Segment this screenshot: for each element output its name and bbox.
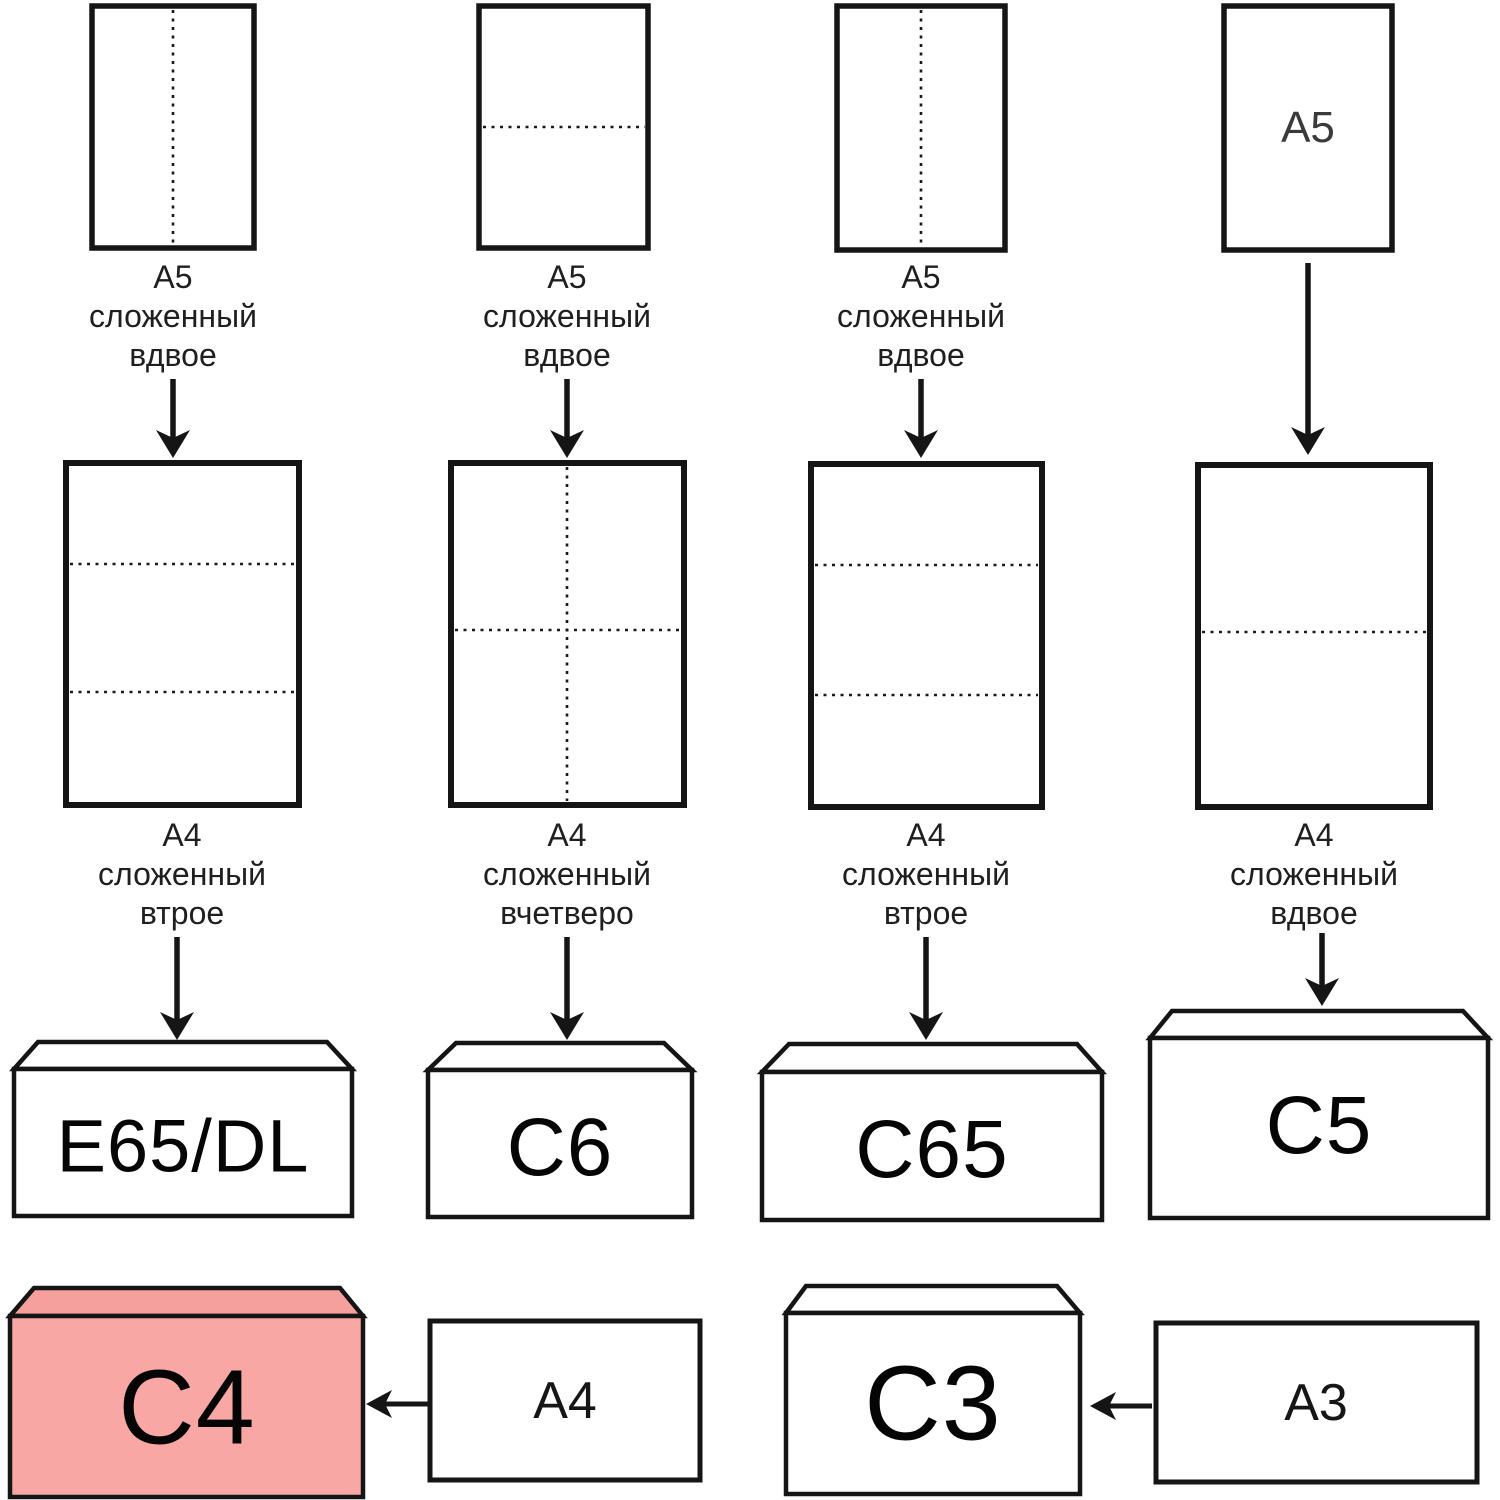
- a4-sheet-3: [808, 461, 1045, 810]
- label-line: сложенный: [98, 856, 266, 892]
- envelope-e65dl-flap: [8, 1039, 358, 1072]
- arrow-down-head-5: [904, 430, 938, 458]
- label-line: сложенный: [837, 298, 1005, 334]
- a5-fold-label-1: А5 сложенный вдвое: [89, 258, 257, 375]
- arrow-down-head-1: [156, 430, 190, 458]
- label-line: А5: [547, 259, 587, 295]
- a4-sheet-4: [1195, 462, 1433, 810]
- envelope-c3-body: [783, 1310, 1083, 1497]
- envelope-c6-body: [425, 1067, 695, 1220]
- envelope-c3-label: C3: [864, 1344, 1002, 1463]
- label-line: А4: [1294, 817, 1334, 853]
- a5-inner-label: A5: [1281, 103, 1335, 152]
- label-line: А4: [162, 817, 202, 853]
- label-line: сложенный: [483, 856, 651, 892]
- arrow-down-head-4: [550, 1012, 584, 1040]
- a4-sheet-1: [63, 460, 302, 808]
- a4-fold-label-2: А4 сложенный вчетверо: [483, 816, 651, 933]
- a4-fold-label-4: А4 сложенный вдвое: [1230, 816, 1398, 933]
- label-line: вчетверо: [500, 895, 634, 931]
- arrow-down-head-7: [1291, 427, 1325, 455]
- label-line: сложенный: [842, 856, 1010, 892]
- envelope-e65dl-label: E65/DL: [56, 1104, 310, 1188]
- envelope-c4-flap: [5, 1285, 368, 1319]
- envelope-c65-label: C65: [855, 1104, 1009, 1195]
- column-e65dl: [8, 3, 358, 1219]
- a3-source-sheet: [1153, 1320, 1480, 1485]
- arrow-left-head-1: [366, 1390, 392, 1418]
- envelope-c3-flap: [781, 1283, 1085, 1316]
- arrow-left-head-2: [1090, 1392, 1116, 1420]
- arrow-down-head-3: [550, 430, 584, 458]
- envelope-c65-body: [759, 1069, 1105, 1223]
- envelope-c4-body: [7, 1313, 366, 1500]
- label-line: А5: [901, 259, 941, 295]
- arrow-down-head-6: [909, 1012, 943, 1040]
- label-line: вдвое: [523, 337, 611, 373]
- envelope-c5-flap: [1145, 1008, 1494, 1041]
- label-line: втрое: [883, 895, 969, 931]
- envelope-c65-flap: [756, 1041, 1108, 1075]
- a5-sheet-4: [1221, 3, 1395, 253]
- label-line: А4: [906, 817, 946, 853]
- a5-sheet-2: [476, 3, 651, 251]
- envelope-c6-label: C6: [506, 1102, 614, 1193]
- a4-fold-label-3: А4 сложенный втрое: [842, 816, 1010, 933]
- column-c5: [1145, 3, 1494, 1221]
- row-c3-from-a3: [781, 1283, 1480, 1497]
- label-line: вдвое: [129, 337, 217, 373]
- a3-source-label: А3: [1284, 1374, 1348, 1432]
- arrow-down-head-8: [1305, 978, 1339, 1006]
- a5-sheet-3: [834, 3, 1008, 253]
- label-line: сложенный: [89, 298, 257, 334]
- column-c6: [422, 3, 698, 1220]
- a4-fold-label-1: А4 сложенный втрое: [98, 816, 266, 933]
- a4-sheet-2: [448, 460, 687, 808]
- label-line: втрое: [139, 895, 225, 931]
- envelope-e65dl-body: [11, 1066, 355, 1219]
- label-line: сложенный: [1230, 856, 1398, 892]
- a5-fold-label-3: А5 сложенный вдвое: [837, 258, 1005, 375]
- label-line: А4: [547, 817, 587, 853]
- a4-source-label: А4: [533, 1372, 597, 1430]
- row-c4-from-a4: [5, 1285, 703, 1500]
- label-line: вдвое: [1270, 895, 1358, 931]
- a5-sheet-1: [89, 3, 257, 251]
- arrow-down-head-2: [160, 1012, 194, 1040]
- a5-fold-label-2: А5 сложенный вдвое: [483, 258, 651, 375]
- envelope-c5-label: C5: [1265, 1080, 1373, 1171]
- envelope-c6-flap: [422, 1040, 698, 1073]
- label-line: сложенный: [483, 298, 651, 334]
- envelope-c4-label: C4: [118, 1348, 256, 1467]
- label-line: А5: [153, 259, 193, 295]
- column-c65: [756, 3, 1108, 1223]
- label-line: вдвое: [877, 337, 965, 373]
- envelope-c5-body: [1147, 1035, 1491, 1221]
- a4-source-sheet: [427, 1318, 703, 1483]
